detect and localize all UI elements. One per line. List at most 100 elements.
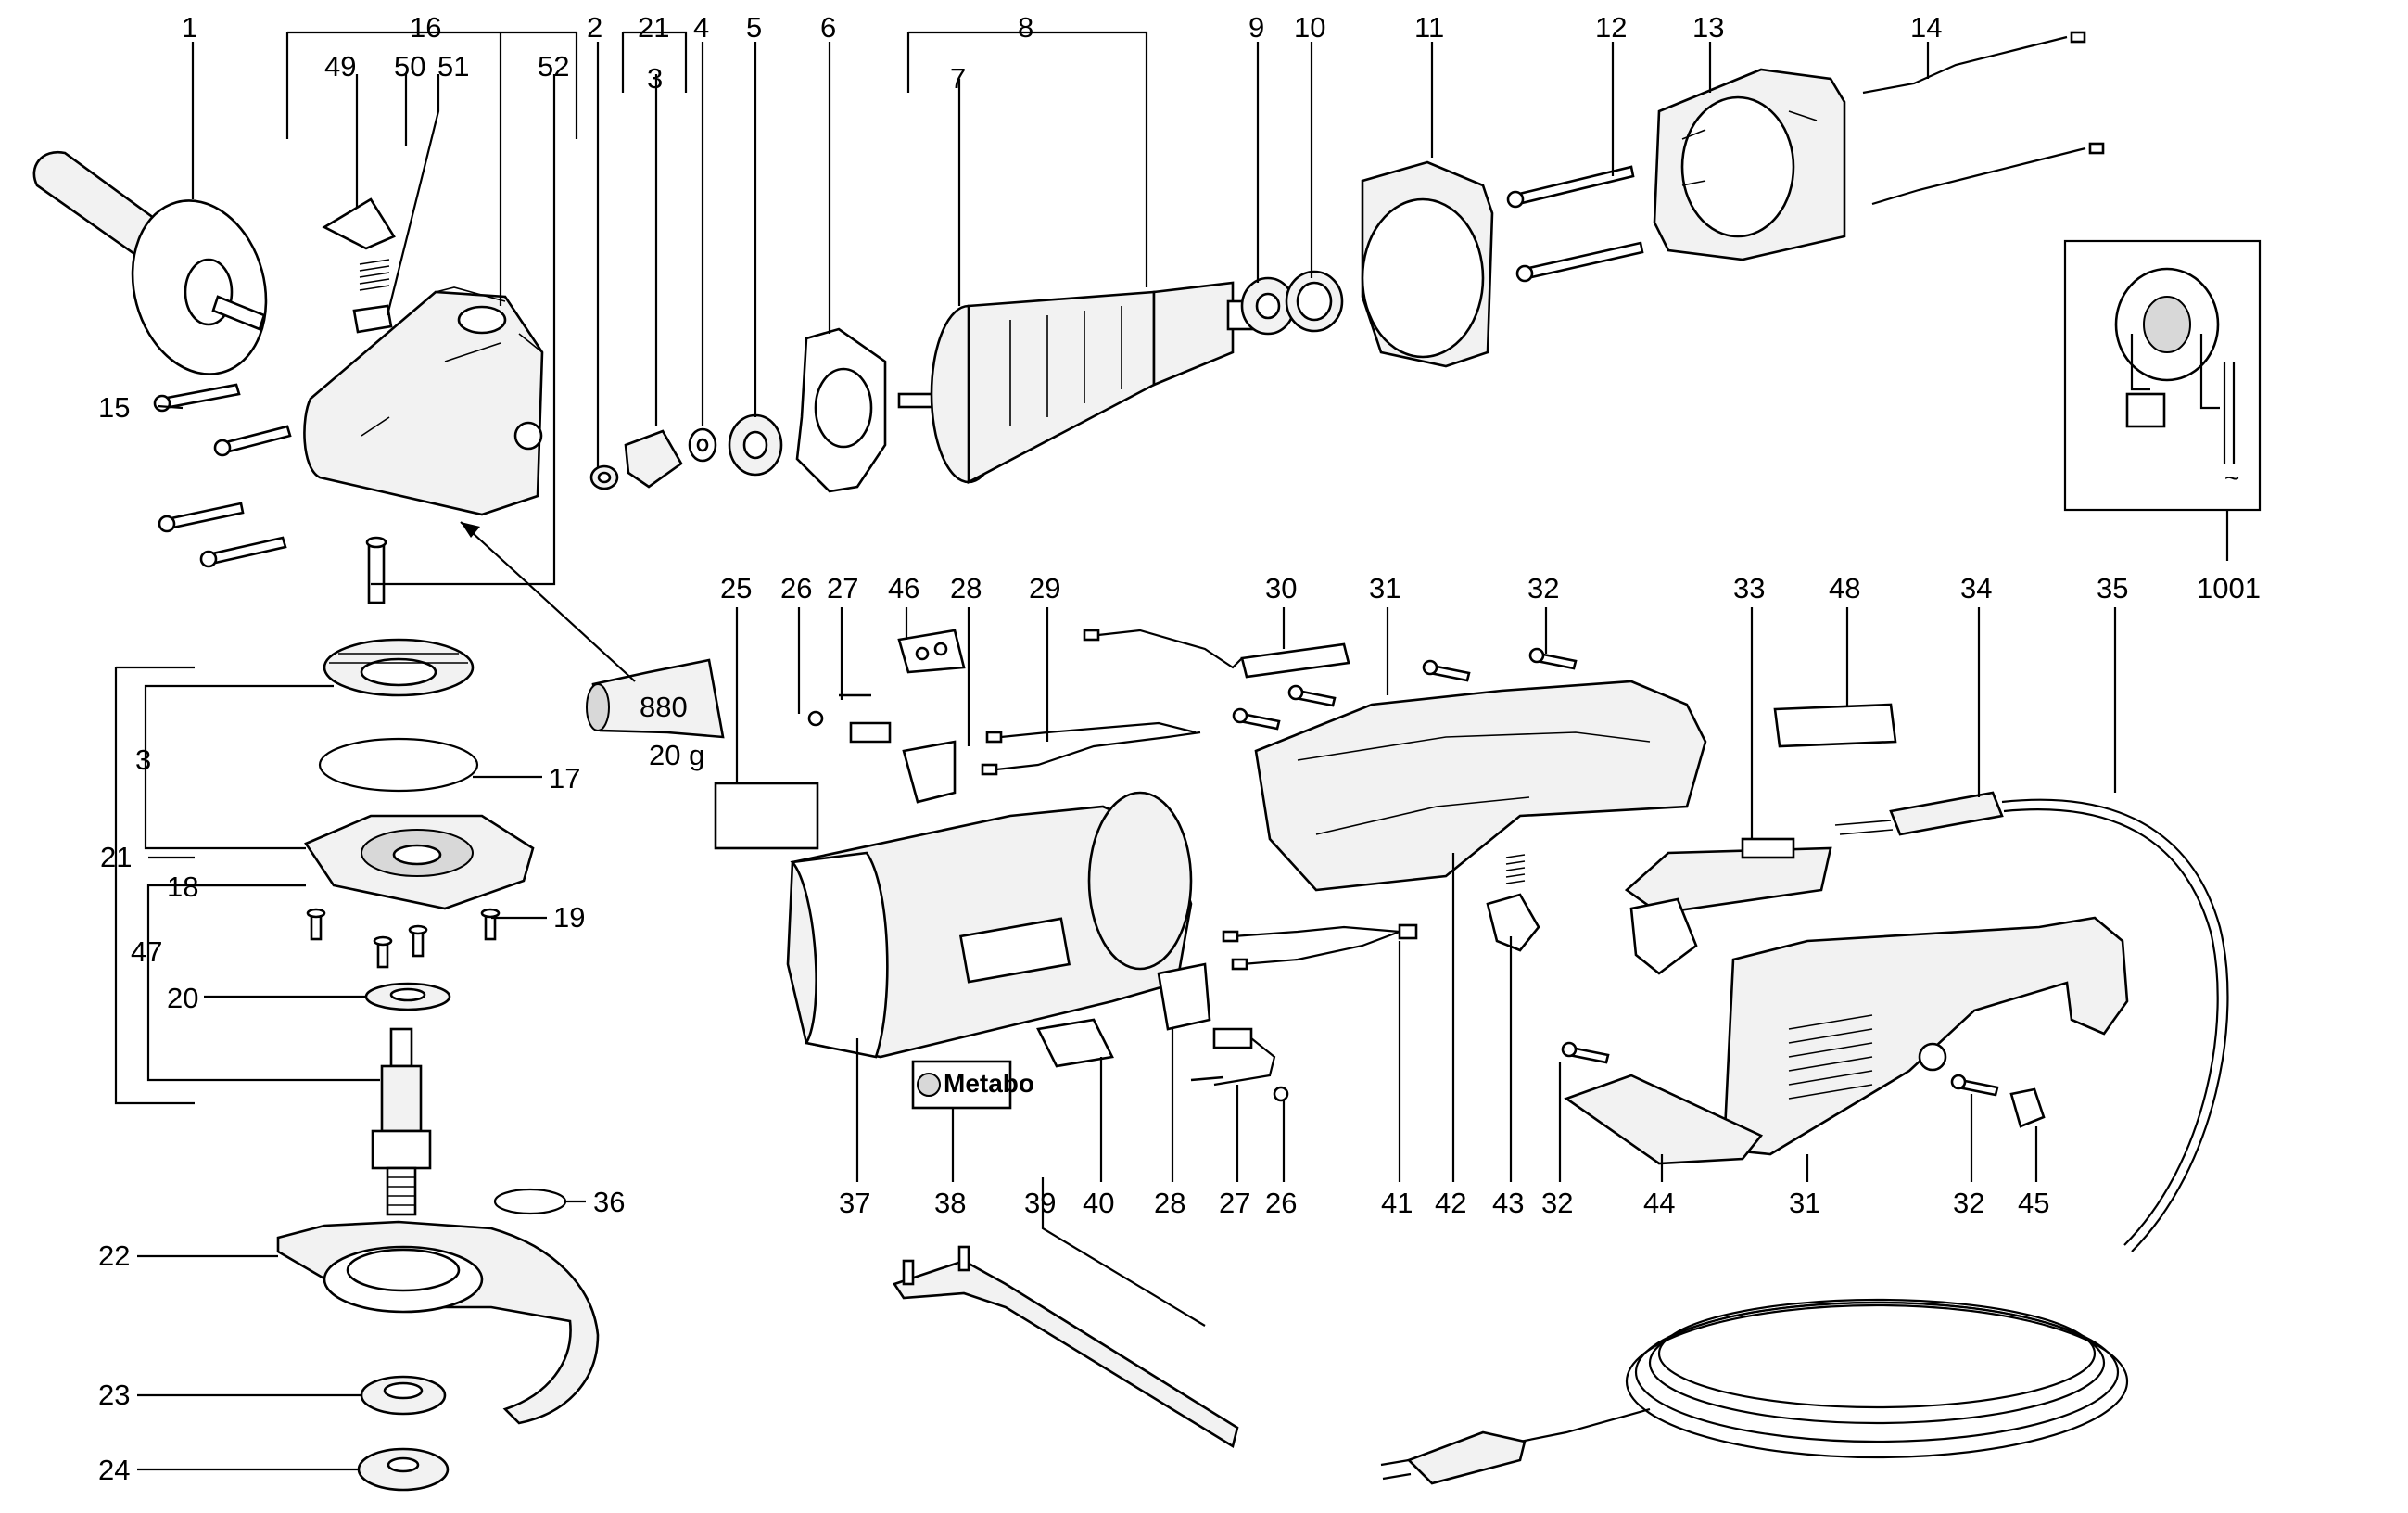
label-8: 8 bbox=[1018, 11, 1033, 44]
label-29: 29 bbox=[1029, 572, 1060, 604]
leader-lines bbox=[114, 31, 2229, 1471]
flange-screws bbox=[306, 908, 501, 969]
label-4: 4 bbox=[693, 11, 709, 44]
label-28-bottom: 28 bbox=[1154, 1187, 1185, 1219]
paper-disc-part bbox=[493, 1188, 567, 1215]
clamping-nut-part bbox=[357, 1447, 450, 1492]
motor-housing-lower-part bbox=[1722, 916, 2129, 1156]
gear-head-housing-part bbox=[303, 286, 544, 516]
connecting-cables-14 bbox=[1862, 31, 2105, 206]
label-52: 52 bbox=[538, 50, 569, 83]
suppressor-part bbox=[1083, 629, 1350, 679]
brand-plate-part: Metabo bbox=[911, 1060, 1034, 1110]
label-1: 1 bbox=[182, 11, 197, 44]
label-15: 15 bbox=[98, 391, 130, 424]
label-10: 10 bbox=[1294, 11, 1325, 44]
label-11: 11 bbox=[1414, 11, 1444, 44]
label-49: 49 bbox=[324, 50, 356, 83]
brush-holder-upper-part bbox=[902, 740, 957, 804]
label-39: 39 bbox=[1024, 1187, 1056, 1219]
side-handle-part bbox=[32, 150, 268, 375]
label-23: 23 bbox=[98, 1379, 130, 1411]
label-34: 34 bbox=[1960, 572, 1992, 604]
wiring-diagram-1001: ~ bbox=[2063, 239, 2262, 512]
retaining-plate-part bbox=[795, 327, 887, 493]
label-37: 37 bbox=[839, 1187, 870, 1219]
label-26-bottom: 26 bbox=[1265, 1187, 1297, 1219]
ball-bearing-5-part bbox=[728, 413, 783, 477]
label-3-left: 3 bbox=[135, 744, 151, 776]
label-33: 33 bbox=[1733, 572, 1765, 604]
filter-pad-part bbox=[1773, 703, 1897, 748]
label-17: 17 bbox=[549, 762, 580, 795]
spindle-pin-part bbox=[365, 536, 387, 604]
label-36: 36 bbox=[593, 1186, 625, 1218]
power-cord-part bbox=[1380, 791, 2229, 1485]
spring-and-lever-parts bbox=[1486, 854, 1540, 952]
label-7: 7 bbox=[950, 62, 966, 95]
screws-32-upper bbox=[1232, 647, 1578, 731]
label-48: 48 bbox=[1829, 572, 1860, 604]
label-41: 41 bbox=[1381, 1187, 1413, 1219]
label-18: 18 bbox=[167, 871, 198, 903]
grease-tube-code: 880 bbox=[640, 691, 688, 723]
o-ring-part bbox=[318, 737, 479, 793]
svg-text:~: ~ bbox=[2224, 464, 2239, 492]
label-2: 2 bbox=[587, 11, 602, 44]
label-9: 9 bbox=[1248, 11, 1264, 44]
label-47: 47 bbox=[131, 935, 162, 968]
label-35: 35 bbox=[2097, 572, 2128, 604]
air-guide-ring-part bbox=[1361, 160, 1494, 368]
bottom-cover-part bbox=[1564, 1074, 1764, 1165]
small-parts-49-50-51 bbox=[322, 197, 396, 334]
bevel-gear-part bbox=[323, 638, 475, 697]
screws-15 bbox=[153, 383, 292, 568]
cable-41 bbox=[1222, 923, 1418, 971]
brush-cap-part bbox=[897, 629, 966, 674]
label-13: 13 bbox=[1692, 11, 1724, 44]
motor-housing-upper-part bbox=[1254, 680, 1707, 892]
pin-wrench-part bbox=[892, 1245, 1239, 1449]
label-28-top: 28 bbox=[950, 572, 982, 604]
field-coil-part bbox=[1653, 68, 1846, 261]
lower-brush-parts bbox=[1190, 1027, 1289, 1102]
label-21-left: 21 bbox=[100, 841, 132, 873]
clamping-flange-part bbox=[360, 1375, 447, 1416]
label-16: 16 bbox=[410, 11, 441, 44]
label-32-bottom-a: 32 bbox=[1541, 1187, 1573, 1219]
label-19: 19 bbox=[553, 901, 585, 934]
label-50: 50 bbox=[394, 50, 425, 83]
seal-ring-part bbox=[364, 982, 451, 1011]
label-12: 12 bbox=[1595, 11, 1627, 44]
bearing-flange-part bbox=[304, 814, 535, 910]
label-21-top: 21 bbox=[638, 11, 669, 44]
label-5: 5 bbox=[746, 11, 762, 44]
label-44: 44 bbox=[1643, 1187, 1675, 1219]
brand-label: Metabo bbox=[944, 1069, 1034, 1098]
label-26-top: 26 bbox=[780, 572, 812, 604]
label-31-top: 31 bbox=[1369, 572, 1400, 604]
label-20: 20 bbox=[167, 982, 198, 1014]
label-46: 46 bbox=[888, 572, 919, 604]
cable-clamp-part bbox=[2009, 1087, 2046, 1128]
label-40: 40 bbox=[1083, 1187, 1114, 1219]
armature-part bbox=[897, 281, 1267, 485]
label-31-bottom: 31 bbox=[1789, 1187, 1820, 1219]
label-42: 42 bbox=[1435, 1187, 1466, 1219]
label-25: 25 bbox=[720, 572, 752, 604]
label-38: 38 bbox=[934, 1187, 966, 1219]
spindle-part bbox=[371, 1027, 432, 1216]
grease-tube-part: 880 20 g bbox=[586, 658, 725, 771]
label-3-top: 3 bbox=[647, 62, 663, 95]
upper-brush-parts bbox=[807, 693, 892, 744]
label-43: 43 bbox=[1492, 1187, 1524, 1219]
label-51: 51 bbox=[437, 50, 469, 83]
screws-32-lower bbox=[1561, 1041, 1999, 1097]
label-27-top: 27 bbox=[827, 572, 858, 604]
screws-12 bbox=[1506, 165, 1644, 283]
label-24: 24 bbox=[98, 1454, 130, 1486]
grease-tube-amount: 20 g bbox=[649, 739, 704, 771]
label-6: 6 bbox=[820, 11, 836, 44]
